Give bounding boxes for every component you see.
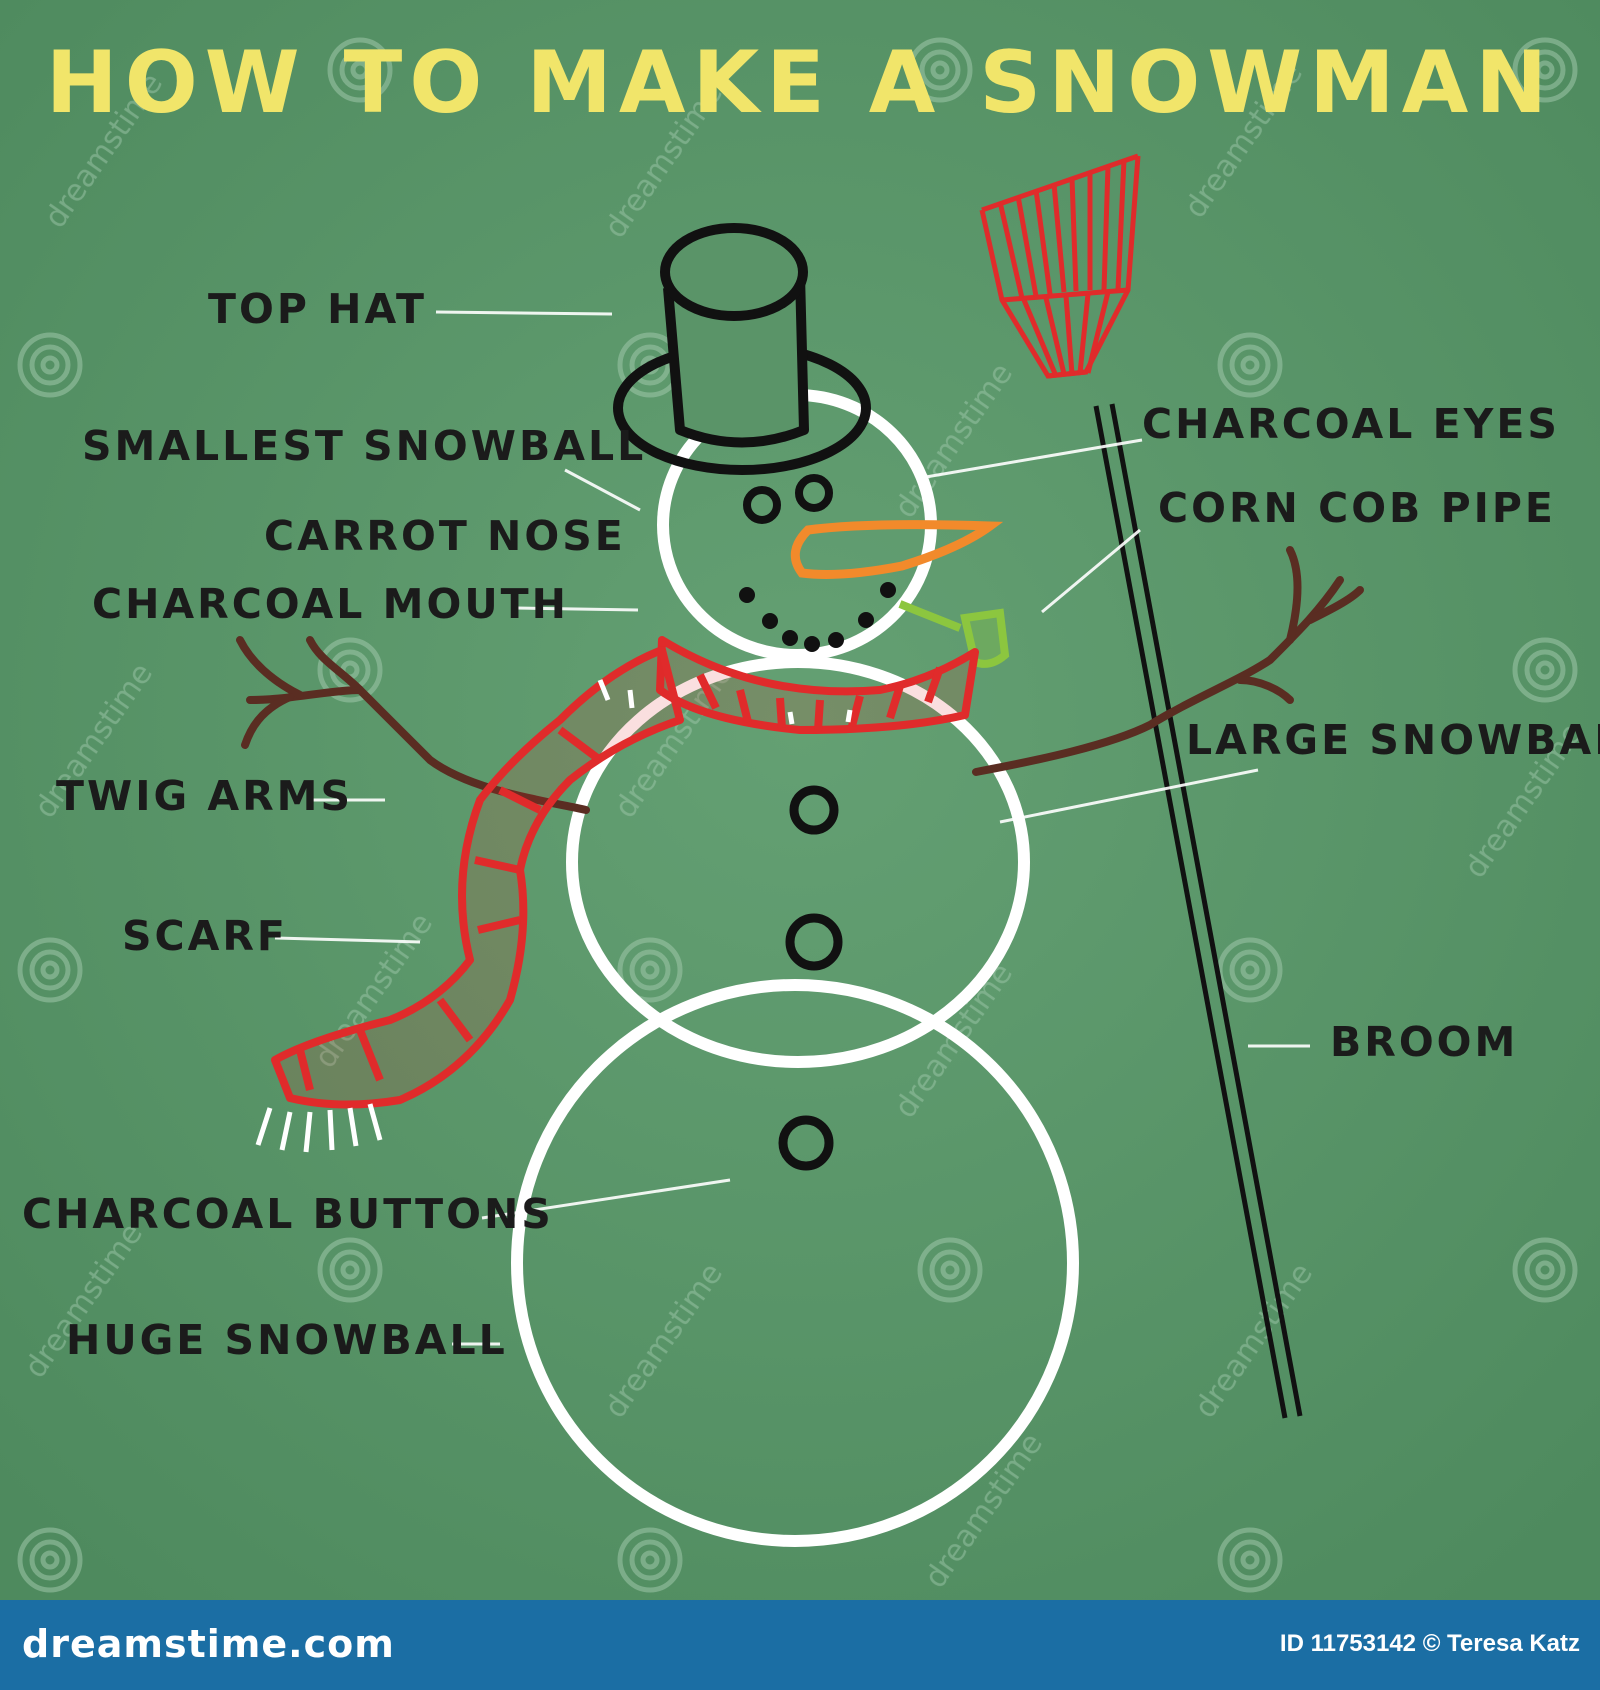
footer-credit: ID 11753142 © Teresa Katz [1279,1630,1580,1657]
page-title: HOW TO MAKE A SNOWMAN [46,33,1555,133]
label-charcoal-buttons: CHARCOAL BUTTONS [22,1190,554,1238]
label-scarf: SCARF [122,912,288,960]
leader-corn-cob-pipe [1041,528,1141,614]
top-hat [613,223,871,475]
leader-charcoal-mouth [515,606,639,612]
charcoal-eyes [743,474,833,524]
leader-charcoal-eyes [919,438,1143,480]
broom-handle [1093,403,1303,1419]
snowman-diagram: dreamstime dreamstime dreamstime dreamst… [0,0,1600,1600]
huge-snowball [511,979,1079,1547]
label-broom: BROOM [1330,1018,1518,1066]
scarf [271,636,979,1109]
large-snowball [566,656,1030,1068]
charcoal-mouth [739,582,896,652]
hat-crown [663,274,809,448]
right-twig-arm [972,576,1344,776]
scarf-tail [271,646,684,1109]
label-huge-snowball: HUGE SNOWBALL [66,1316,508,1364]
leader-charcoal-buttons [481,1178,731,1220]
charcoal-buttons [778,785,843,1171]
carrot-nose [790,520,1004,579]
labels: TOP HAT SMALLEST SNOWBALL CARROT NOSE CH… [22,285,1600,1364]
label-twig-arms: TWIG ARMS [56,772,353,820]
label-large-snowball: LARGE SNOWBALL [1186,716,1600,764]
label-corn-cob-pipe: CORN COB PIPE [1158,484,1556,532]
footer-brand[interactable]: dreamstime.com [22,1622,395,1666]
label-top-hat: TOP HAT [208,285,427,333]
footer-bar: dreamstime.com ID 11753142 © Teresa Katz [0,1600,1600,1690]
leader-top-hat [435,310,613,316]
label-smallest-snowball: SMALLEST SNOWBALL [82,422,646,470]
broom-bristles [979,153,1141,379]
hat-top [660,223,808,321]
leader-lines [274,310,1310,1346]
chalkboard: dreamstime dreamstime dreamstime dreamst… [0,0,1600,1600]
label-carrot-nose: CARROT NOSE [264,512,626,560]
leader-smallest-snowball [564,468,641,512]
leader-large-snowball [999,768,1259,824]
broom [979,153,1303,1419]
scarf-fringe [255,679,853,1153]
leader-scarf [274,936,421,944]
label-charcoal-mouth: CHARCOAL MOUTH [92,580,569,628]
label-charcoal-eyes: CHARCOAL EYES [1142,400,1560,448]
